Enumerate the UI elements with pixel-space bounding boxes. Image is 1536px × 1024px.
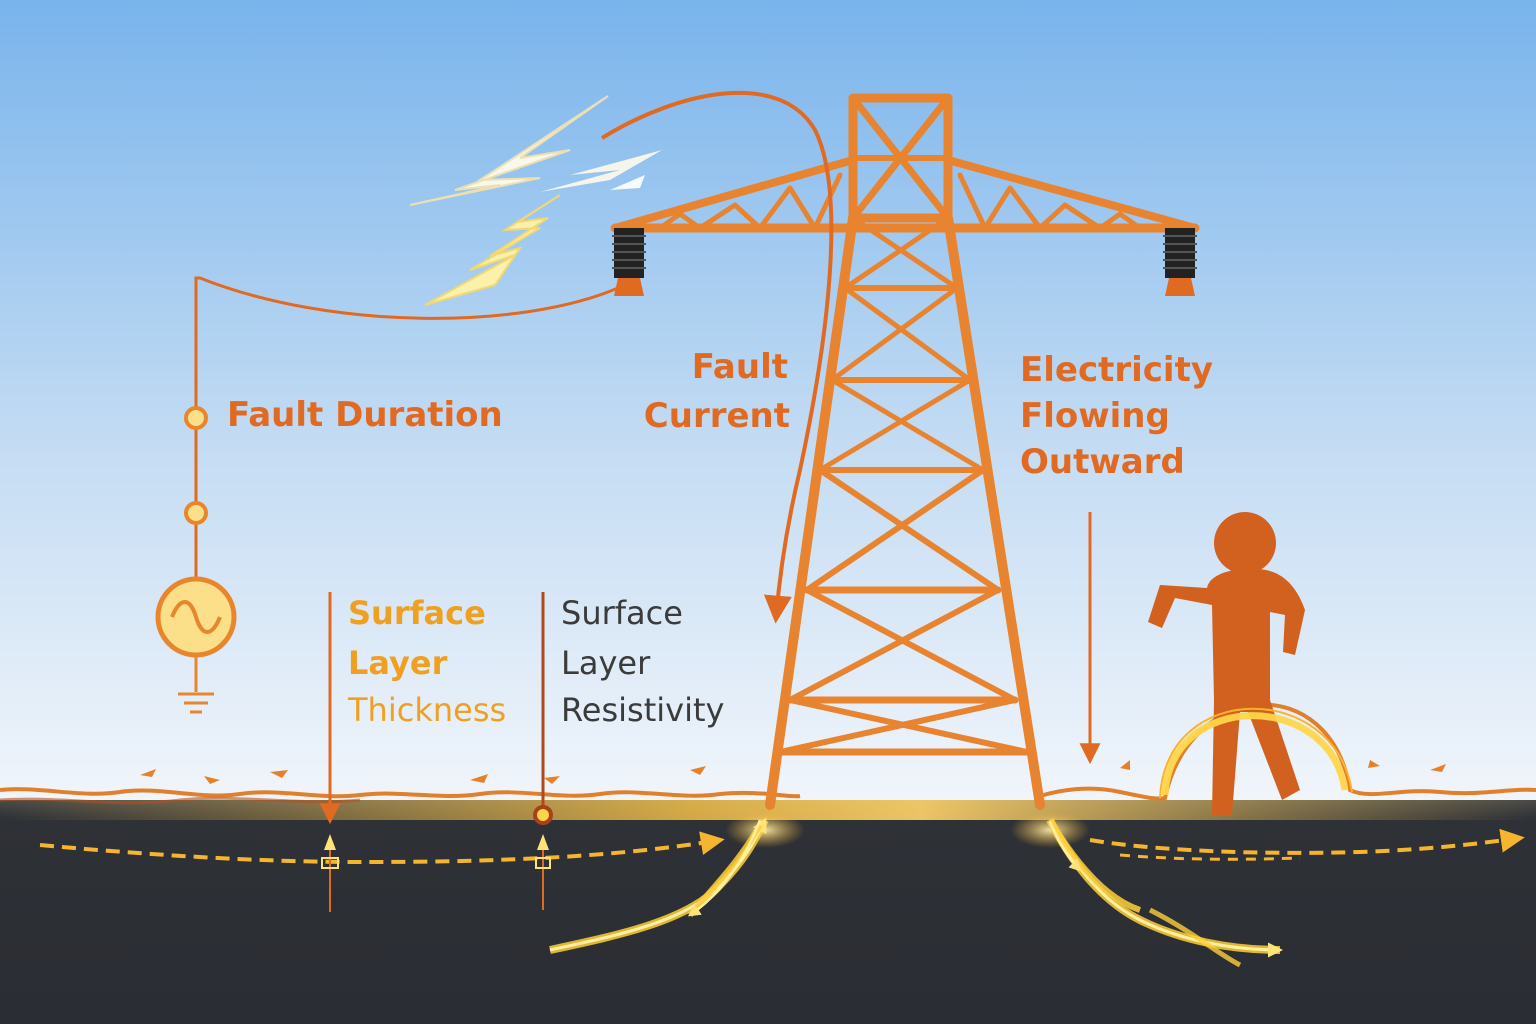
surface-wave-line-dark bbox=[0, 796, 361, 805]
transmission-tower bbox=[610, 93, 1200, 810]
svg-text:Surface: Surface bbox=[561, 594, 683, 632]
label-surface-layer-resistivity: Surface Layer Resistivity bbox=[561, 594, 724, 729]
ground-current-right-2 bbox=[1119, 853, 1301, 861]
svg-text:Fault: Fault bbox=[692, 347, 788, 387]
step-potential-arc bbox=[1161, 712, 1349, 796]
sky bbox=[0, 0, 1536, 812]
label-surface-layer-thickness: Surface Layer Thickness bbox=[347, 594, 506, 729]
label-electricity-flowing-outward: Electricity Flowing Outward bbox=[1020, 350, 1213, 482]
label-fault-duration: Fault Duration bbox=[227, 395, 503, 435]
svg-text:Thickness: Thickness bbox=[347, 691, 506, 729]
node-lower bbox=[184, 501, 208, 525]
svg-text:Electricity: Electricity bbox=[1020, 350, 1213, 390]
power-line bbox=[194, 276, 619, 640]
node-upper bbox=[184, 406, 208, 430]
svg-text:Resistivity: Resistivity bbox=[561, 691, 724, 729]
ground-current-right bbox=[1089, 828, 1525, 855]
resistivity-indicator bbox=[533, 592, 553, 910]
svg-text:Flowing: Flowing bbox=[1020, 396, 1170, 436]
ac-source-icon bbox=[155, 576, 237, 658]
svg-text:Outward: Outward bbox=[1020, 442, 1185, 482]
lightning-bolt-icon bbox=[409, 95, 662, 306]
fault-current-arrow bbox=[600, 90, 834, 624]
person-icon bbox=[1148, 512, 1305, 815]
current-spread bbox=[549, 812, 1283, 968]
svg-text:Current: Current bbox=[644, 396, 790, 436]
svg-text:Layer: Layer bbox=[561, 644, 651, 682]
ground-symbol-icon bbox=[178, 655, 214, 714]
horizon-glow bbox=[0, 800, 1536, 820]
surface-arrows bbox=[140, 760, 1446, 784]
svg-text:Surface: Surface bbox=[348, 594, 486, 632]
insulator-right bbox=[1163, 228, 1197, 296]
insulator-left bbox=[612, 228, 646, 296]
svg-text:Layer: Layer bbox=[348, 644, 448, 682]
label-fault-current: Fault Current bbox=[644, 347, 790, 436]
ground-current-left bbox=[39, 831, 725, 865]
step-potential-arc-outline bbox=[1159, 707, 1353, 799]
thickness-indicator bbox=[319, 592, 341, 912]
